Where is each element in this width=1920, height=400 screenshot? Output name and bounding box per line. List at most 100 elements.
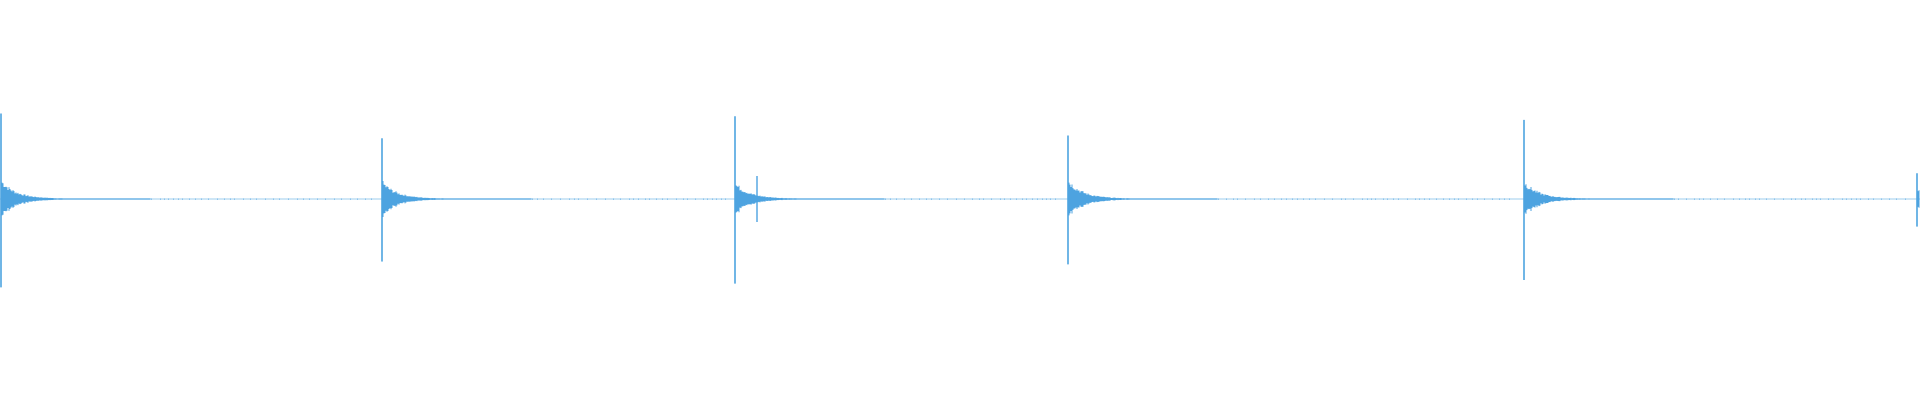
- tail-sample: [1016, 198, 1017, 200]
- tail-sample: [956, 198, 957, 200]
- tail-sample: [532, 198, 533, 200]
- tail-sample: [896, 198, 897, 200]
- tail-sample: [1226, 198, 1227, 200]
- tail-sample: [1383, 198, 1384, 200]
- tail-sample: [667, 198, 668, 200]
- tail-sample: [1387, 198, 1388, 200]
- tail-sample: [288, 198, 289, 200]
- tail-sample: [1739, 198, 1740, 200]
- tail-sample: [1745, 198, 1746, 200]
- tail-sample: [325, 198, 326, 200]
- tail-sample: [201, 198, 202, 200]
- tail-sample: [1233, 198, 1234, 200]
- tail-sample: [371, 198, 372, 200]
- tail-sample: [1674, 198, 1675, 200]
- tail-sample: [885, 198, 886, 200]
- tail-sample: [707, 198, 708, 200]
- tail-sample: [1281, 198, 1282, 200]
- tail-sample: [560, 198, 561, 200]
- tail-sample: [687, 198, 688, 200]
- tail-sample: [178, 198, 179, 200]
- tail-sample: [1345, 198, 1346, 200]
- tail-sample: [1801, 198, 1802, 200]
- waveform-hits: [0, 113, 1920, 288]
- tail-sample: [243, 198, 244, 200]
- tail-sample: [1415, 198, 1416, 200]
- tail-sample: [1000, 198, 1001, 200]
- tail-sample: [1458, 198, 1459, 200]
- tail-sample: [605, 198, 606, 200]
- tail-sample: [1341, 198, 1342, 200]
- tail-sample: [712, 198, 713, 200]
- tail-sample: [1393, 198, 1394, 200]
- tail-sample: [683, 198, 684, 200]
- tail-sample: [1774, 198, 1775, 200]
- tail-sample: [1419, 198, 1420, 200]
- tail-sample: [1315, 198, 1316, 200]
- tail-sample: [1424, 198, 1425, 200]
- tail-sample: [317, 198, 318, 200]
- tail-sample: [1783, 198, 1784, 200]
- tail-sample: [1694, 198, 1695, 200]
- tail-sample: [230, 198, 231, 200]
- tail-sample: [1332, 198, 1333, 200]
- tail-sample: [964, 198, 965, 200]
- tail-sample: [1260, 198, 1261, 200]
- waveform-hit: [1523, 119, 1906, 280]
- tail-sample: [991, 198, 992, 200]
- tail-sample: [972, 198, 973, 200]
- tail-sample: [1454, 198, 1455, 200]
- tail-sample: [1245, 198, 1246, 200]
- tail-sample: [1856, 198, 1857, 200]
- tail-sample: [1509, 198, 1510, 200]
- tail-sample: [1749, 198, 1750, 200]
- tail-sample: [649, 198, 650, 200]
- tail-sample: [1842, 198, 1843, 200]
- tail-sample: [357, 198, 358, 200]
- tail-sample: [1889, 198, 1890, 200]
- tail-sample: [1004, 198, 1005, 200]
- tail-sample: [1759, 198, 1760, 200]
- tail-sample: [1868, 198, 1869, 200]
- tail-sample: [1833, 198, 1834, 200]
- tail-sample: [1472, 198, 1473, 200]
- tail-sample: [695, 198, 696, 200]
- tail-sample: [543, 198, 544, 200]
- tail-sample: [537, 198, 538, 200]
- tail-sample: [1032, 198, 1033, 200]
- tail-sample: [1407, 198, 1408, 200]
- tail-sample: [1686, 198, 1687, 200]
- tail-sample: [1449, 198, 1450, 200]
- tail-sample: [1050, 198, 1051, 200]
- tail-sample: [1860, 198, 1861, 200]
- tail-sample: [151, 198, 152, 200]
- tail-sample: [1896, 198, 1897, 200]
- tail-sample: [1820, 198, 1821, 200]
- tail-sample: [350, 198, 351, 200]
- tail-sample: [1286, 198, 1287, 200]
- tail-sample: [1699, 198, 1700, 200]
- waveform-hit: [1916, 173, 1920, 227]
- tail-sample: [217, 198, 218, 200]
- tail-sample: [1309, 198, 1310, 200]
- tail-sample: [1046, 198, 1047, 200]
- waveform-hit: [1067, 135, 1510, 265]
- tail-sample: [160, 198, 161, 200]
- tail-sample: [195, 198, 196, 200]
- tail-sample: [1436, 198, 1437, 200]
- tail-sample: [716, 198, 717, 200]
- tail-sample: [365, 198, 366, 200]
- tail-sample: [1905, 198, 1906, 200]
- tail-sample: [1873, 198, 1874, 200]
- tail-sample: [1816, 198, 1817, 200]
- tail-sample: [1037, 198, 1038, 200]
- tail-sample: [168, 198, 169, 200]
- tail-sample: [208, 198, 209, 200]
- tail-sample: [1812, 198, 1813, 200]
- tail-sample: [297, 198, 298, 200]
- tail-sample: [551, 198, 552, 200]
- tail-sample: [1755, 198, 1756, 200]
- tail-sample: [638, 198, 639, 200]
